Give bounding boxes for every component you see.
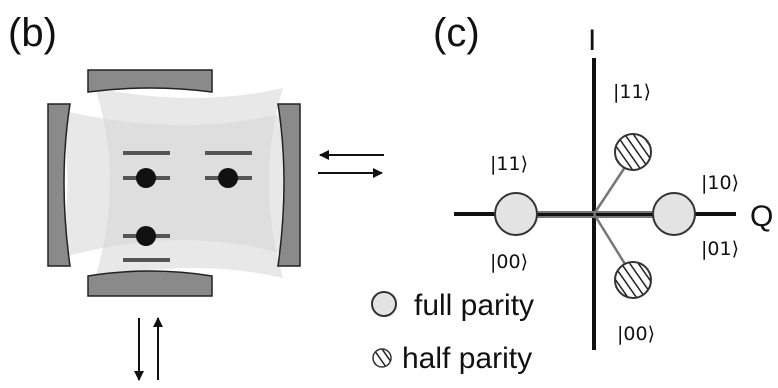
atom-icon — [123, 151, 170, 188]
panel-c: (c) I Q |11⟩ |00⟩ |10⟩ |01⟩ |11⟩ |00⟩ fu… — [371, 11, 773, 375]
hatched-circle-icon — [614, 133, 652, 171]
panel-b-label: (b) — [8, 11, 57, 55]
q-axis-label: Q — [750, 200, 773, 233]
state-label: |00⟩ — [490, 251, 528, 273]
legend-full-label: full parity — [414, 289, 534, 322]
mirror-icon — [277, 103, 301, 267]
circle-icon — [494, 192, 538, 236]
legend-half-label: half parity — [402, 342, 532, 375]
horizontal-beam — [60, 110, 295, 258]
mirror-icon — [87, 270, 213, 297]
panel-b: (b) — [8, 11, 384, 381]
atom-icon — [123, 226, 170, 262]
state-label: |10⟩ — [701, 172, 739, 194]
mirror-icon — [47, 103, 71, 267]
i-axis-label: I — [588, 24, 596, 57]
state-label: |11⟩ — [613, 81, 651, 103]
atom-icon — [205, 151, 252, 188]
state-label: |11⟩ — [490, 153, 528, 175]
state-label: |01⟩ — [701, 238, 739, 260]
hatched-circle-icon — [614, 261, 652, 299]
circle-icon — [652, 192, 696, 236]
mirror-icon — [87, 69, 213, 93]
circle-icon — [371, 291, 397, 317]
state-label: |00⟩ — [617, 323, 655, 345]
panel-c-label: (c) — [433, 11, 480, 55]
hatched-circle-icon — [372, 348, 392, 368]
legend: full parity half parity — [371, 289, 534, 375]
